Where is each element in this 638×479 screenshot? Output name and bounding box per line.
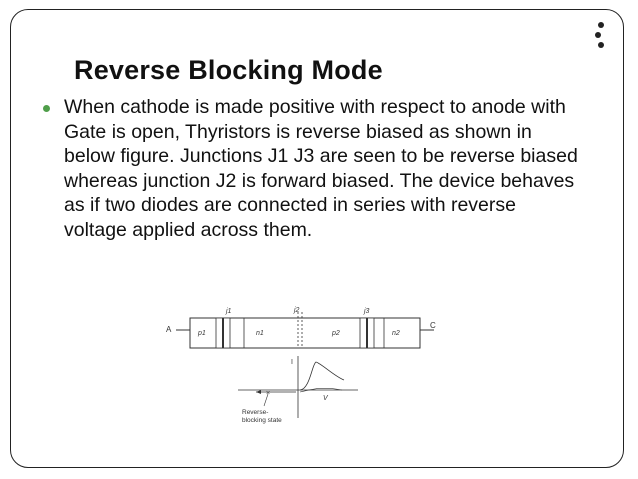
dot xyxy=(595,32,601,38)
junction-j2-label: j2 xyxy=(293,307,300,314)
bullet-item: When cathode is made positive with respe… xyxy=(40,95,580,242)
thyristor-diagram: A C j1 j2 j3 p1 n1 p2 n2 I V xyxy=(166,307,436,424)
state-label-line1: Reverse- xyxy=(242,409,268,416)
dot xyxy=(598,22,604,28)
slide-frame xyxy=(10,9,624,468)
region-n2-label: n2 xyxy=(392,330,400,337)
region-p2-label: p2 xyxy=(331,330,340,337)
state-leader-line xyxy=(263,393,269,407)
slide-title: Reverse Blocking Mode xyxy=(74,55,383,85)
reverse-arrow xyxy=(256,390,261,394)
thyristor-figure: A C j1 j2 j3 p1 n1 p2 n2 I V xyxy=(160,304,450,434)
reverse-marker: × xyxy=(266,390,270,397)
bullet-text: When cathode is made positive with respe… xyxy=(64,96,578,241)
region-n1-label: n1 xyxy=(256,330,264,337)
bullet-marker xyxy=(43,105,50,112)
voltage-axis-label: V xyxy=(323,395,329,402)
region-p1-label: p1 xyxy=(197,330,206,337)
cathode-label: C xyxy=(430,321,436,330)
junction-j1-label: j1 xyxy=(225,308,232,315)
forward-curve xyxy=(299,361,345,391)
state-label-line2: blocking state xyxy=(242,417,282,424)
junction-j3-label: j3 xyxy=(363,308,370,315)
forward-curve-tail xyxy=(299,388,343,393)
corner-dots-decoration xyxy=(593,22,609,52)
dot xyxy=(598,42,604,48)
current-axis-label: I xyxy=(291,359,293,366)
anode-label: A xyxy=(166,325,172,334)
